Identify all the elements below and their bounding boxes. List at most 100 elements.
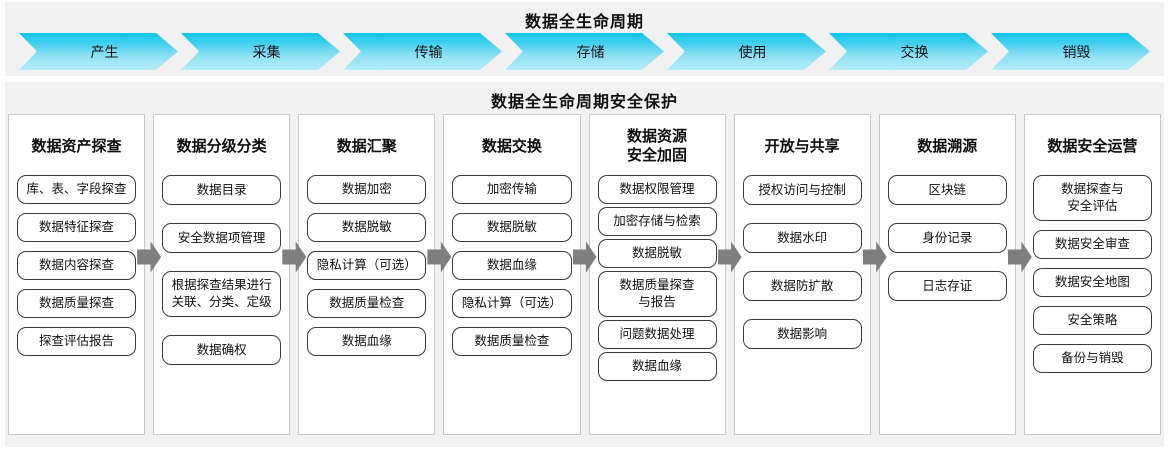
- capability-item[interactable]: 区块链: [887, 175, 1007, 205]
- protection-title: 数据全生命周期安全保护: [490, 94, 678, 111]
- capability-item-label: 身份记录: [922, 230, 973, 245]
- capability-item[interactable]: 日志存证: [887, 271, 1007, 301]
- capability-item-label: 安全数据项管理: [177, 230, 266, 245]
- lifecycle-stage-7[interactable]: 销毁: [991, 33, 1150, 70]
- column-header-line: 数据分级分类: [176, 137, 267, 155]
- lifecycle-stage-1[interactable]: 产生: [19, 33, 178, 70]
- column-item-list: 数据加密数据脱敏隐私计算（可选） 数据质量检查数据血缘: [307, 175, 427, 426]
- lifecycle-title: 数据全生命周期: [524, 14, 644, 31]
- capability-item-label: 数据质量检查: [474, 334, 550, 348]
- capability-item[interactable]: 隐私计算（可选）: [452, 289, 572, 318]
- column-header-line: 开放与共享: [764, 137, 840, 155]
- capability-item[interactable]: 数据质量探查与报告: [597, 271, 717, 317]
- column-header: 数据交换: [452, 121, 571, 171]
- capability-item[interactable]: 数据血缘: [597, 352, 717, 381]
- capability-item[interactable]: 安全数据项管理: [162, 223, 282, 253]
- lifecycle-stage-5[interactable]: 使用: [667, 33, 826, 70]
- capability-item[interactable]: 数据内容探查: [17, 251, 137, 280]
- capability-item[interactable]: 备份与销毁: [1032, 344, 1152, 373]
- column-header-line: 数据资源: [627, 128, 688, 145]
- capability-item[interactable]: 数据质量探查: [17, 289, 137, 318]
- capability-item[interactable]: 数据加密: [307, 175, 427, 204]
- capability-item[interactable]: 库、表、字段探查: [17, 175, 137, 204]
- column-header: 数据汇聚: [307, 121, 426, 171]
- capability-item-label: 数据水印: [777, 230, 828, 245]
- capability-item-label: 数据脱敏: [341, 220, 392, 234]
- column-item-list: 加密传输数据脱敏数据血缘隐私计算（可选） 数据质量检查: [452, 175, 572, 426]
- lifecycle-stage-3[interactable]: 传输: [343, 33, 502, 70]
- capability-item-label: 备份与销毁: [1061, 351, 1124, 365]
- column-item-list: 数据目录安全数据项管理根据探查结果进行关联、分类、定级数据确权: [162, 175, 282, 426]
- protection-column-8: 数据安全运营数据探查与安全评估数据安全审查数据安全地图安全策略备份与销毁: [1023, 114, 1161, 435]
- column-item-list: 数据探查与安全评估数据安全审查数据安全地图安全策略备份与销毁: [1032, 175, 1152, 426]
- capability-item[interactable]: 身份记录: [887, 223, 1007, 253]
- column-item-list: 区块链身份记录日志存证: [887, 175, 1007, 426]
- capability-item[interactable]: 数据安全审查: [1032, 230, 1152, 259]
- capability-item-label: 数据质量探查: [619, 278, 695, 292]
- capability-item[interactable]: 数据血缘: [452, 251, 572, 280]
- capability-item-label: 数据质量探查: [39, 296, 115, 310]
- protection-column-7: 数据溯源区块链身份记录日志存证: [878, 114, 1016, 435]
- capability-item[interactable]: 数据血缘: [307, 327, 427, 356]
- column-header-line: 数据资产探查: [31, 137, 122, 155]
- lifecycle-stage-2[interactable]: 采集: [181, 33, 340, 70]
- capability-item[interactable]: 数据脱敏: [452, 213, 572, 242]
- capability-item[interactable]: 数据确权: [162, 335, 282, 365]
- lifecycle-stage-6[interactable]: 交换: [829, 33, 988, 70]
- capability-item-label: 数据防扩散: [770, 278, 834, 293]
- lifecycle-stage-label: 产生: [90, 43, 119, 60]
- column-header: 开放与共享: [743, 121, 862, 171]
- capability-item[interactable]: 隐私计算（可选）: [307, 251, 427, 280]
- lifecycle-stage-label: 交换: [900, 43, 929, 60]
- capability-item-label: 数据安全审查: [1054, 237, 1130, 251]
- capability-item[interactable]: 数据水印: [742, 223, 862, 253]
- column-header-line: 数据交换: [481, 137, 542, 155]
- capability-item[interactable]: 数据影响: [742, 319, 862, 349]
- capability-item-label: 数据脱敏: [632, 246, 683, 260]
- capability-item[interactable]: 数据权限管理: [597, 175, 717, 204]
- capability-item[interactable]: 安全策略: [1032, 306, 1152, 335]
- capability-item[interactable]: 数据质量检查: [307, 289, 427, 318]
- lifecycle-stage-label: 采集: [252, 43, 281, 60]
- capability-item-label: 授权访问与控制: [758, 182, 846, 197]
- protection-column-4: 数据交换加密传输数据脱敏数据血缘隐私计算（可选） 数据质量检查: [443, 114, 581, 435]
- column-header: 数据安全运营: [1033, 121, 1152, 171]
- capability-item-label: 数据影响: [777, 326, 828, 341]
- capability-item[interactable]: 数据特征探查: [17, 213, 137, 242]
- capability-item-label: 关联、分类、定级: [171, 295, 272, 309]
- capability-item[interactable]: 加密传输: [452, 175, 572, 204]
- capability-item[interactable]: 加密存储与检索: [597, 207, 717, 236]
- lifecycle-stage-label: 存储: [576, 43, 605, 60]
- capability-item-label: 探查评估报告: [39, 334, 115, 348]
- capability-item-label: 加密存储与检索: [613, 214, 701, 228]
- capability-item-label: 数据血缘: [632, 359, 683, 373]
- capability-item[interactable]: 根据探查结果进行关联、分类、定级: [162, 271, 282, 317]
- capability-item[interactable]: 数据脱敏: [307, 213, 427, 242]
- column-header: 数据资源安全加固: [598, 121, 717, 171]
- data-lifecycle-panel: 数据全生命周期 产生 采集 传输 存储 使用 交换 销毁: [5, 2, 1164, 76]
- protection-column-3: 数据汇聚数据加密数据脱敏隐私计算（可选） 数据质量检查数据血缘: [298, 114, 436, 435]
- lifecycle-stage-4[interactable]: 存储: [505, 33, 664, 70]
- protection-column-6: 开放与共享授权访问与控制数据水印数据防扩散数据影响: [733, 114, 871, 435]
- protection-column-1: 数据资产探查库、表、字段探查数据特征探查数据内容探查数据质量探查探查评估报告: [8, 114, 146, 435]
- capability-item-label: 数据特征探查: [39, 220, 115, 234]
- capability-item[interactable]: 数据防扩散: [742, 271, 862, 301]
- lifecycle-stage-list: 产生 采集 传输 存储 使用 交换 销毁: [19, 33, 1150, 70]
- capability-item[interactable]: 数据安全地图: [1032, 268, 1152, 297]
- capability-item[interactable]: 数据目录: [162, 175, 282, 205]
- column-header: 数据分级分类: [162, 121, 281, 171]
- capability-item-label: 隐私计算（可选）: [461, 296, 562, 310]
- capability-item-label: 数据安全地图: [1054, 275, 1130, 289]
- capability-item[interactable]: 授权访问与控制: [742, 175, 862, 205]
- column-header-line: 数据安全运营: [1047, 137, 1138, 155]
- capability-item-label: 数据确权: [196, 342, 247, 357]
- protection-column-5: 数据资源安全加固数据权限管理加密存储与检索数据脱敏数据质量探查与报告问题数据处理…: [588, 114, 726, 435]
- capability-item[interactable]: 探查评估报告: [17, 327, 137, 356]
- column-header-line: 数据溯源: [917, 137, 978, 155]
- capability-item[interactable]: 数据脱敏: [597, 239, 717, 268]
- capability-item-label: 安全评估: [1067, 199, 1118, 213]
- capability-item[interactable]: 问题数据处理: [597, 320, 717, 349]
- capability-item[interactable]: 数据质量检查: [452, 327, 572, 356]
- capability-item[interactable]: 数据探查与安全评估: [1032, 175, 1152, 221]
- capability-item-label: 与报告: [638, 295, 676, 309]
